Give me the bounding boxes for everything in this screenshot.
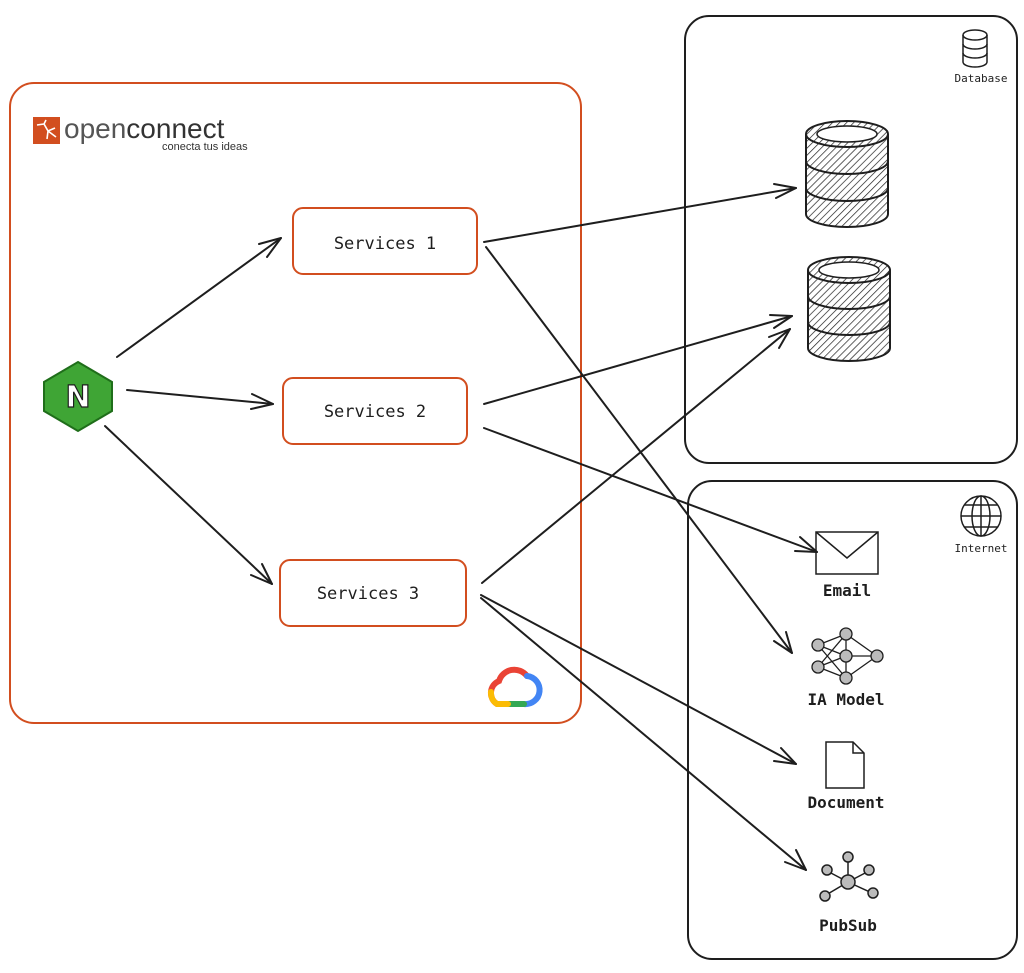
- internet-container: [687, 480, 1018, 960]
- document-icon: [825, 741, 865, 789]
- pubsub-icon: [819, 851, 879, 902]
- arrow-services-3-to-pubsub: [480, 597, 807, 871]
- globe-icon: [960, 495, 1002, 537]
- database-1-icon: [805, 120, 889, 228]
- arrow-nginx-to-services-2: [126, 389, 274, 410]
- service-box-3[interactable]: Services 3: [279, 559, 467, 627]
- envelope-icon: [815, 531, 879, 575]
- openconnect-logo-mark: [33, 117, 60, 144]
- service-box-2[interactable]: Services 2: [282, 377, 468, 445]
- arrow-services-2-to-email: [483, 427, 818, 553]
- svg-text:openconnect: openconnect: [64, 113, 225, 144]
- arrow-services-1-to-ia-model: [485, 246, 793, 654]
- arrow-nginx-to-services-3: [104, 425, 273, 585]
- connectors: [104, 183, 818, 871]
- email-label: Email: [823, 581, 871, 600]
- database-container: [684, 15, 1018, 464]
- brand-tagline: conecta tus ideas: [162, 141, 248, 153]
- brand-name-open: open: [64, 113, 126, 144]
- gcp-container: [9, 82, 582, 724]
- brand-name-connect: connect: [126, 113, 224, 144]
- arrow-services-3-to-db-2: [481, 328, 791, 584]
- google-cloud-icon: [488, 666, 543, 708]
- arrow-services-3-to-document: [480, 594, 797, 765]
- arrow-nginx-to-services-1: [116, 237, 282, 358]
- ia-model-label: IA Model: [807, 690, 884, 709]
- database-icon: [962, 29, 988, 68]
- service-box-1[interactable]: Services 1: [292, 207, 478, 275]
- service-label-2: Services 2: [324, 402, 426, 422]
- internet-group-label: Internet: [955, 542, 1008, 555]
- database-group-label: Database: [955, 72, 1008, 85]
- service-label-1: Services 1: [334, 234, 436, 254]
- nginx-icon: N: [43, 360, 113, 433]
- pubsub-label: PubSub: [819, 916, 877, 935]
- openconnect-logo: openconnect conecta tus ideas: [33, 113, 248, 153]
- nginx-letter: N: [65, 380, 90, 415]
- neural-network-icon: [811, 627, 884, 685]
- arrow-services-2-to-db-2: [483, 314, 793, 405]
- database-2-icon: [807, 256, 891, 362]
- document-label: Document: [807, 793, 884, 812]
- arrow-services-1-to-db-1: [483, 183, 797, 243]
- service-label-3: Services 3: [317, 584, 419, 604]
